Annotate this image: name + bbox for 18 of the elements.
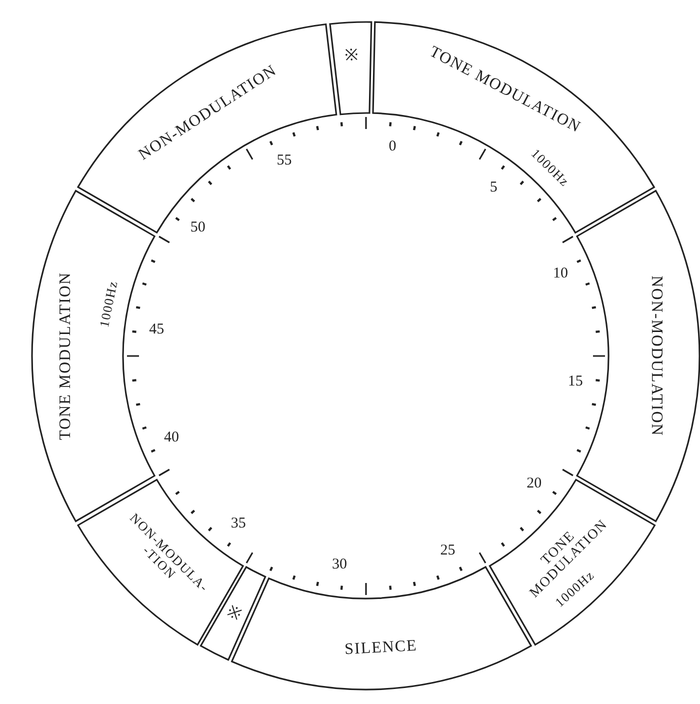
minute-number: 50 xyxy=(190,220,206,237)
minute-number: 20 xyxy=(526,475,542,492)
segment-label: NON-MODULATION xyxy=(647,276,665,436)
minute-number: 0 xyxy=(388,138,396,156)
minute-number: 40 xyxy=(164,429,179,446)
minute-number: 55 xyxy=(276,152,292,170)
segment-label: ※ xyxy=(344,47,360,66)
minute-number: 25 xyxy=(440,542,456,559)
minute-number: 5 xyxy=(490,179,498,196)
segment-label: TONE MODULATION xyxy=(57,272,75,440)
minute-number: 15 xyxy=(568,374,583,391)
segment-label: SILENCE xyxy=(344,636,418,658)
segment-label: 1000Hz xyxy=(97,280,121,329)
minute-number: 10 xyxy=(553,266,568,283)
minute-number: 45 xyxy=(149,321,164,338)
minute-number: 30 xyxy=(332,556,348,574)
segment-label: ※ xyxy=(224,603,245,626)
minute-number: 35 xyxy=(230,516,246,533)
